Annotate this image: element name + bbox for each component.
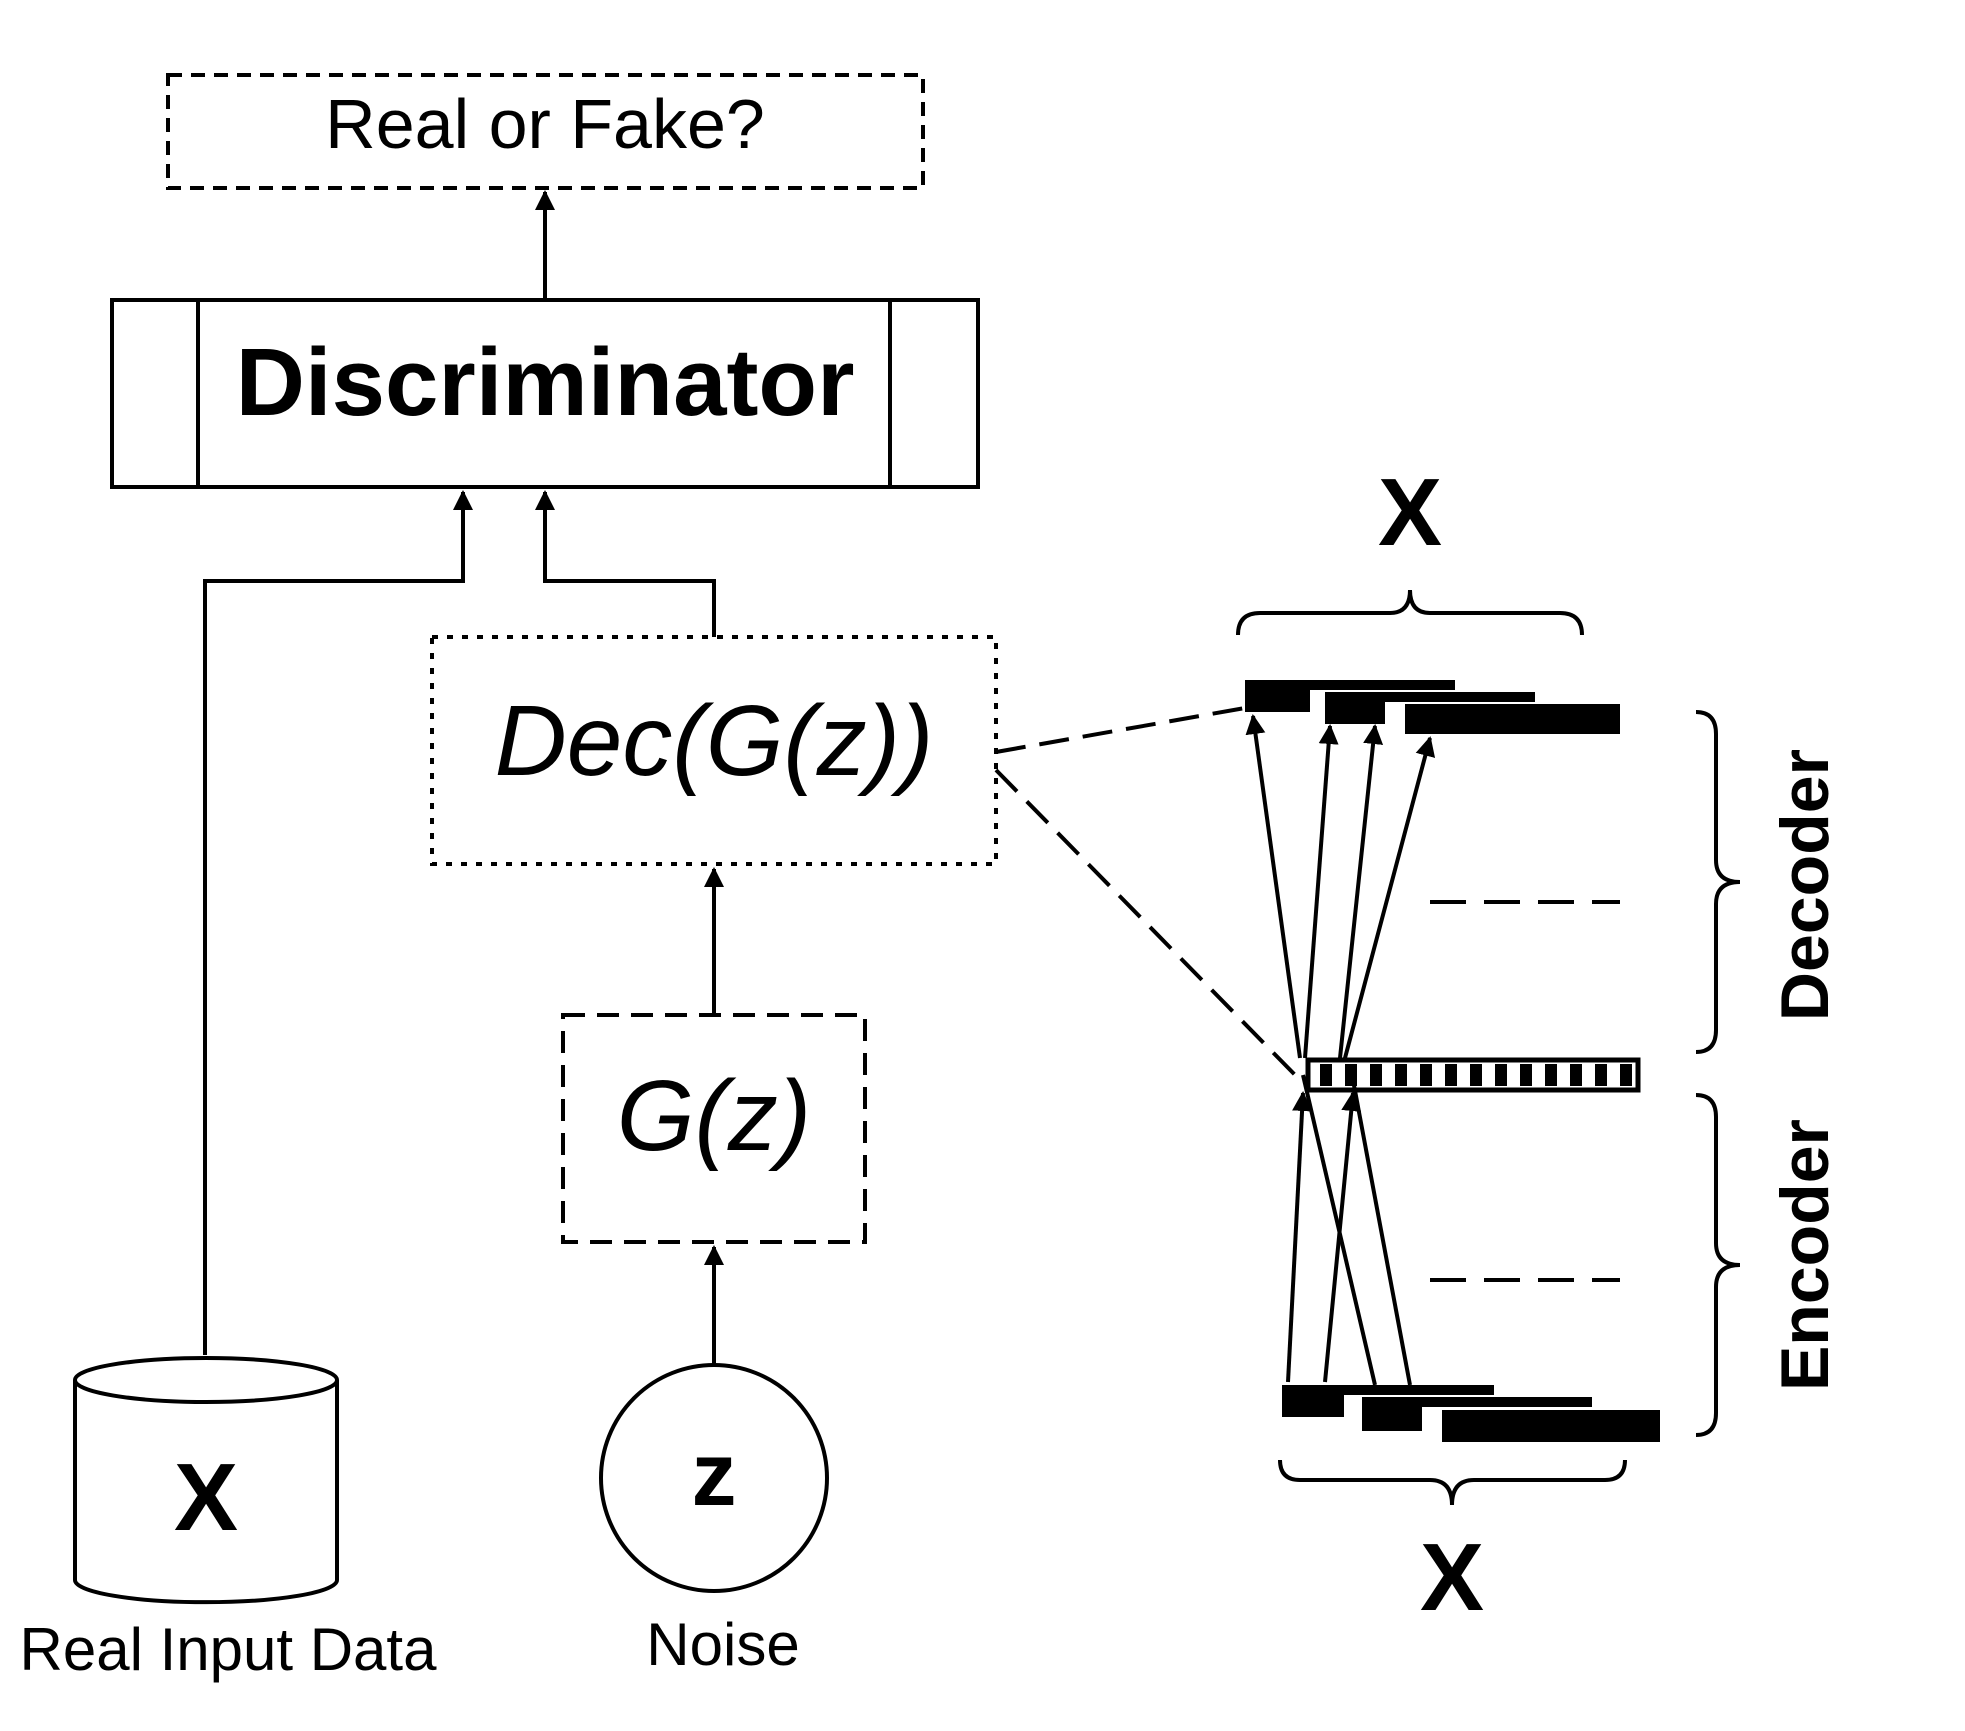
input-layer: [1282, 1385, 1660, 1442]
decoder-brace: [1695, 710, 1741, 1054]
encoder-label: Encoder: [1767, 1119, 1843, 1391]
encoder-cross-line-2: [1351, 1079, 1412, 1386]
bottom-brace: [1278, 1459, 1627, 1506]
decoded-sample-label: Dec(G(z)): [495, 685, 934, 797]
real-or-fake-label: Real or Fake?: [325, 85, 765, 163]
arrow-decoded-to-discriminator: [535, 490, 716, 637]
generator-node: G(z): [561, 1013, 867, 1244]
decoder-arrow-4: [1343, 736, 1436, 1059]
noise-caption: Noise: [646, 1611, 799, 1678]
autoencoder-detail: X X Decoder Encoder: [1236, 459, 1843, 1631]
encoder-brace: [1695, 1093, 1741, 1437]
generator-label: G(z): [617, 1060, 811, 1172]
bottom-x-label: X: [1420, 1524, 1484, 1631]
top-x-label: X: [1378, 459, 1442, 566]
real-data-caption: Real Input Data: [20, 1616, 438, 1683]
real-data-symbol: X: [174, 1444, 238, 1551]
decoder-arrow-1: [1245, 714, 1302, 1059]
noise-node: z Noise: [599, 1363, 829, 1678]
top-brace: [1236, 589, 1584, 636]
decoder-arrow-3: [1338, 724, 1384, 1059]
encoder-cross-line: [1301, 1074, 1377, 1386]
latent-layer: [1305, 1057, 1641, 1093]
decoded-sample-node: Dec(G(z)): [430, 635, 998, 866]
arrow-real-data-to-discriminator: [203, 490, 473, 1355]
discriminator-node: Discriminator: [110, 298, 980, 489]
decoder-arrow-2: [1303, 724, 1339, 1059]
decoder-label: Decoder: [1767, 749, 1843, 1021]
encoder-arrow-1: [1286, 1091, 1313, 1383]
noise-symbol: z: [692, 1425, 737, 1525]
output-layer: [1245, 680, 1620, 734]
zoom-line-bottom: [994, 768, 1302, 1082]
discriminator-label: Discriminator: [236, 329, 855, 436]
zoom-line-top: [995, 706, 1246, 754]
real-or-fake-node: Real or Fake?: [166, 73, 925, 190]
real-data-node: X Real Input Data: [20, 1356, 438, 1683]
